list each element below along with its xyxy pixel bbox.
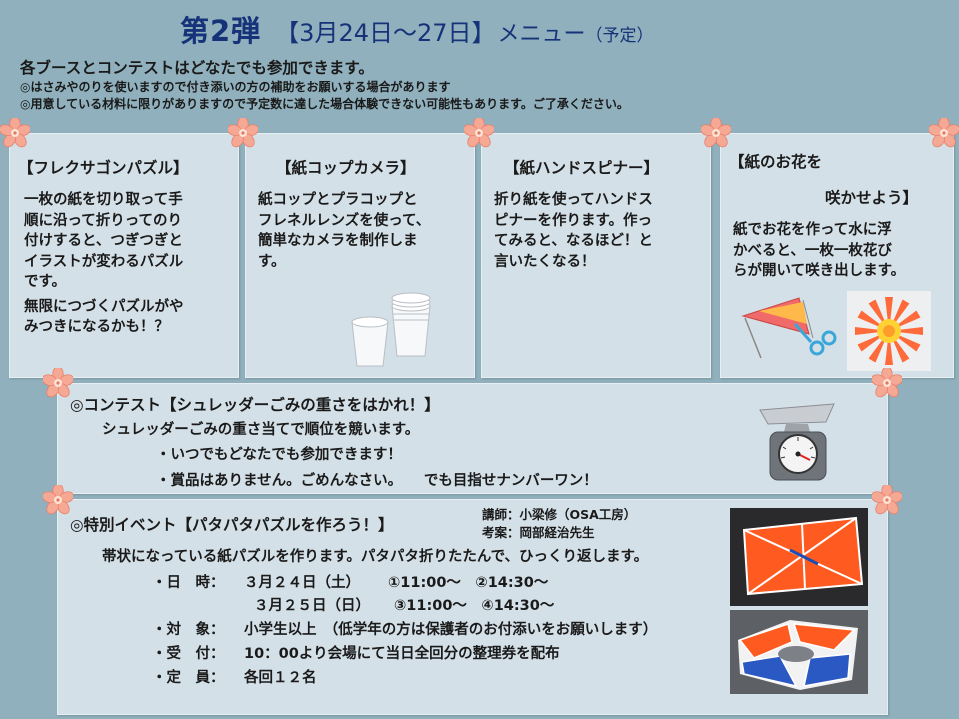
text-line: 一枚の紙を切り取って手 [24, 192, 183, 208]
booth-description: 紙でお花を作って水に浮 かべると、一枚一枚花び らが開いて咲き出します。 [733, 220, 905, 282]
text-line: 無限につづくパズルがや [24, 298, 184, 315]
event-title: ◎特別イベント【パタパタパズルを作ろう！】 [70, 516, 394, 534]
title-main: 第2弾 [180, 14, 262, 48]
text-line: フレネルレンズを使って、 [258, 212, 431, 229]
note-1: ◎はさみやのりを使いますので付き添いの方の補助をお願いする場合があります [20, 80, 451, 94]
text-line: です。 [24, 274, 67, 290]
sakura-flower-icon [929, 118, 959, 148]
text-line: らが開いて咲き出します。 [733, 263, 906, 279]
patapata-puzzle-photo-2 [730, 610, 868, 694]
reception-value: 10：00より会場にて当日全回分の整理券を配布 [244, 646, 560, 662]
target-value: 小学生以上 （低学年の方は保護者のお付添いをお願いします） [244, 622, 658, 638]
text-line: ピナーを作ります。作っ [494, 212, 653, 229]
booth-description: 紙コップとプラコップと フレネルレンズを使って、 簡単なカメラを制作しま す。 [258, 190, 430, 272]
sakura-flower-icon [43, 368, 73, 398]
text-line: てみると、なるほど！と [494, 233, 653, 249]
capacity-value: 各回１２名 [244, 670, 317, 686]
sakura-flower-icon [872, 368, 902, 398]
sakura-flower-icon [0, 118, 30, 148]
booth-title: 【紙コップカメラ】 [276, 159, 416, 177]
booth-description: 一枚の紙を切り取って手 順に沿って折りってのり 付けすると、つぎつぎと イラスト… [24, 190, 184, 338]
times-2: ③11:00～ ④14:30～ [394, 598, 555, 614]
sakura-flower-icon [872, 485, 902, 515]
date-2: ３月２５日（日） [254, 598, 370, 614]
booth-title-1: 【紙のお花を [729, 153, 823, 171]
booth-panel-spinner: 【紙ハンドスピナー】 折り紙を使ってハンドス ピナーを作ります。作っ てみると、… [481, 133, 711, 378]
contest-title: ◎コンテスト【シュレッダーごみの重さをはかれ！】 [70, 396, 440, 414]
text-line: 付けすると、つぎつぎと [24, 233, 183, 249]
kitchen-scale-icon [759, 403, 835, 481]
text-line: 紙でお花を作って水に浮 [733, 222, 892, 238]
note-2: ◎用意している材料に限りがありますので予定数に達した場合体験できない可能性もあり… [20, 97, 629, 111]
booth-title: 【紙ハンドスピナー】 [504, 159, 660, 177]
text-line: 言いたくなる！ [494, 253, 596, 270]
text-line: みつきになるかも！？ [24, 319, 169, 335]
paper-flower-icon [847, 291, 931, 371]
sakura-flower-icon [464, 118, 494, 148]
booth-panel-flexagon: 【フレクサゴンパズル】 一枚の紙を切り取って手 順に沿って折りってのり 付けする… [9, 133, 239, 378]
booth-panel-camera: 【紙コップカメラ】 紙コップとプラコップと フレネルレンズを使って、 簡単なカメ… [245, 133, 475, 378]
contest-bullet-1: ・いつでもどなたでも参加できます！ [156, 447, 402, 463]
booth-title: 【フレクサゴンパズル】 [18, 159, 189, 177]
sakura-flower-icon [701, 118, 731, 148]
booth-panel-flower: 【紙のお花を 咲かせよう】 紙でお花を作って水に浮 かべると、一枚一枚花び らが… [720, 133, 954, 378]
text-line: 折り紙を使ってハンドス [494, 192, 653, 208]
times-1: ①11:00～ ②14:30～ [388, 575, 549, 591]
text-line: 簡単なカメラを制作しま [258, 233, 418, 249]
text-line: す。 [258, 253, 286, 270]
contest-bullet-2: ・賞品はありません。ごめんなさい。 でも目指せナンバーワン！ [156, 473, 598, 489]
designer: 考案：岡部経治先生 [482, 525, 595, 540]
paper-cups-icon [351, 292, 431, 367]
contest-description: シュレッダーごみの重さ当てで順位を競います。 [102, 422, 420, 438]
title-menu: メニュー [497, 22, 586, 47]
paper-fan-scissors-icon [741, 297, 837, 359]
lecturer: 講師：小梁修（OSA工房） [482, 507, 637, 522]
target-label: ・対 象： [152, 622, 225, 638]
text-line: 紙コップとプラコップと [258, 192, 418, 208]
date-1: ３月２４日（土） [244, 575, 360, 591]
sakura-flower-icon [228, 118, 258, 148]
sakura-flower-icon [43, 485, 73, 515]
date-label: ・日 時： [152, 575, 225, 591]
title-note: （予定） [585, 26, 654, 46]
title-date: 【3月24日～27日】 [275, 19, 496, 47]
text-line: 順に沿って折りってのり [24, 212, 183, 229]
booth-description: 折り紙を使ってハンドス ピナーを作ります。作っ てみると、なるほど！と 言いたく… [494, 190, 653, 272]
contest-panel: ◎コンテスト【シュレッダーごみの重さをはかれ！】 シュレッダーごみの重さ当てで順… [57, 383, 888, 494]
booth-title-2: 咲かせよう】 [825, 189, 919, 207]
reception-label: ・受 付： [152, 646, 225, 662]
event-description: 帯状になっている紙パズルを作ります。パタパタ折りたたんで、ひっくり返します。 [102, 549, 649, 565]
page-title: 第2弾【3月24日～27日】メニュー（予定） [180, 8, 654, 50]
patapata-puzzle-photo-1 [730, 508, 868, 606]
capacity-label: ・定 員： [152, 670, 225, 686]
intro-text: 各ブースとコンテストはどなたでも参加できます。 [20, 59, 374, 77]
text-line: かべると、一枚一枚花び [733, 242, 892, 259]
text-line: イラストが変わるパズル [24, 253, 184, 270]
